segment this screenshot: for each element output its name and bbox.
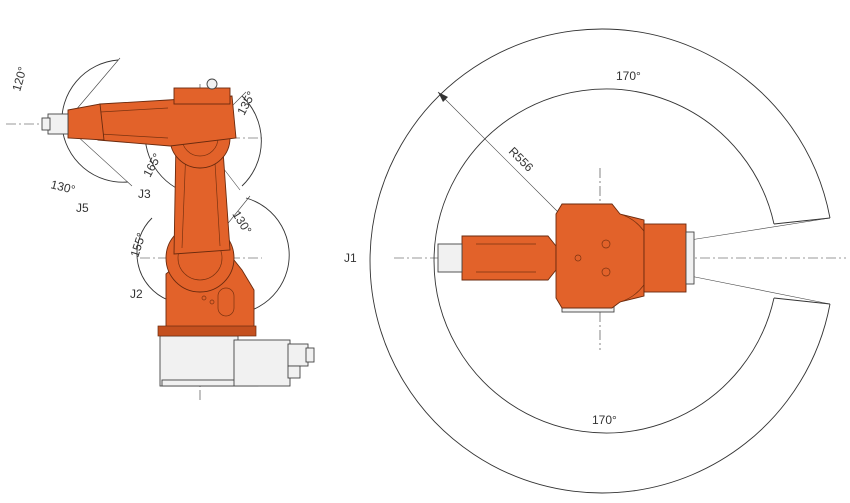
base-connector-box — [233, 339, 291, 387]
base-plug-cap — [305, 347, 315, 363]
top-wrist — [437, 243, 463, 273]
range-closure-bottom — [773, 297, 831, 305]
radius-leader-line — [437, 91, 561, 215]
top-motor-box — [643, 223, 687, 293]
top-motor-cap — [685, 231, 695, 285]
turret-bolt — [201, 295, 207, 301]
top-forearm-channel — [476, 243, 536, 273]
top-axis-mark — [574, 254, 582, 262]
angle-label-shoulder-back: 155° — [128, 231, 149, 259]
angle-label-top: 170° — [616, 69, 641, 83]
angle-label-shoulder-front: 130° — [229, 208, 254, 237]
top-view: J1 R556 170° 170° — [344, 28, 846, 494]
robot-wrist — [67, 103, 105, 141]
range-limit-line-top — [689, 217, 831, 241]
joint-label-j2: J2 — [130, 287, 143, 301]
outer-range-arc — [369, 28, 831, 494]
base-plug-lower — [287, 365, 301, 379]
turret-slot — [217, 287, 235, 317]
radius-label: R556 — [506, 144, 536, 174]
inner-range-arc — [433, 88, 775, 434]
joint-label-j5: J5 — [76, 201, 89, 215]
angle-label-wrist-down: 130° — [49, 177, 77, 197]
radius-arrowhead — [438, 92, 448, 102]
base-housing — [159, 335, 239, 387]
range-closure-top — [773, 217, 831, 225]
turret-bolt-2 — [209, 299, 215, 305]
turret-flange — [157, 325, 257, 337]
side-view: J5 J3 J2 120° 130° 165° 135° 130° 155° — [6, 57, 315, 402]
shoulder-range-arc-back — [136, 217, 169, 301]
top-forearm — [461, 235, 557, 281]
lifting-eye — [206, 78, 218, 90]
base-plug — [287, 343, 309, 367]
joint-label-j1: J1 — [344, 251, 357, 265]
tool-flange — [41, 117, 51, 131]
wrist-flange — [47, 113, 69, 135]
angle-label-wrist-up: 120° — [9, 65, 29, 93]
upper-arm-edge — [99, 107, 169, 113]
top-turret — [555, 203, 645, 309]
top-bolt-upper — [601, 239, 611, 249]
upper-arm-motor — [173, 87, 231, 105]
top-bolt-lower — [601, 267, 611, 277]
elbow-range-arc-front — [241, 95, 262, 187]
range-limit-line-bottom — [689, 275, 831, 305]
upper-arm-edge-2 — [99, 133, 169, 139]
joint-label-j3: J3 — [138, 187, 151, 201]
robot-base — [159, 335, 315, 387]
angle-label-bottom: 170° — [592, 413, 617, 427]
